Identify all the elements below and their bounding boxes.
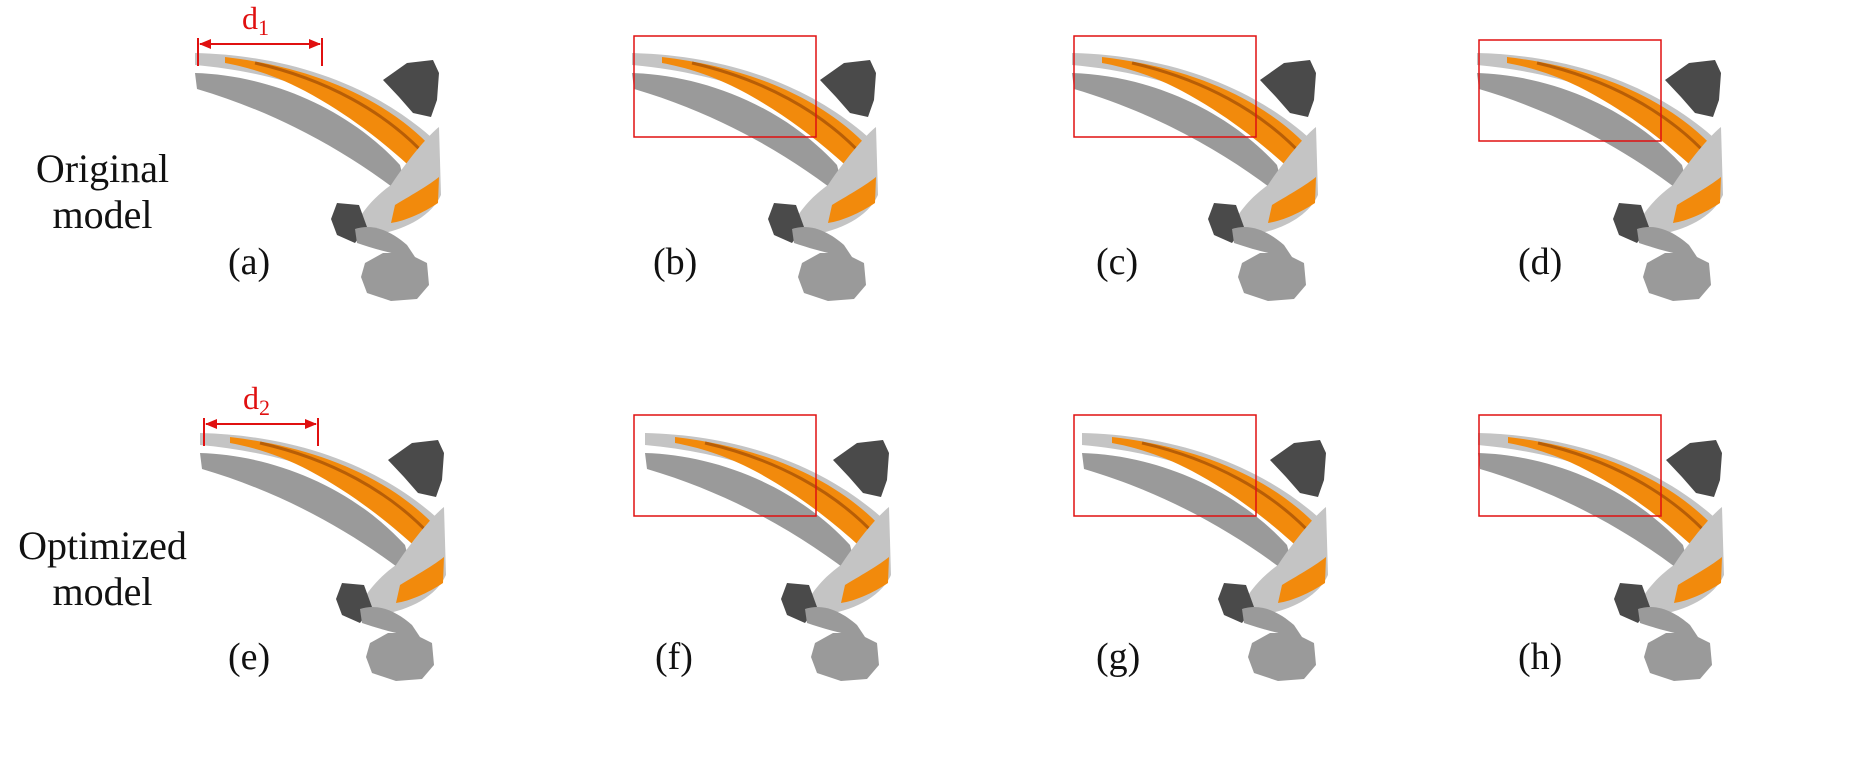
model-crest-band — [1673, 177, 1721, 223]
dimension-d2-right-arrow — [305, 419, 317, 429]
model-crest-band — [841, 557, 889, 603]
model-crest-band — [828, 177, 876, 223]
caption-c: (c) — [1096, 241, 1139, 283]
model-lower-blob — [1643, 253, 1711, 301]
panel-h — [1478, 425, 1808, 770]
model-dark-chunk — [383, 60, 439, 117]
model-render-c — [1072, 53, 1318, 301]
model-dark-chunk — [1260, 60, 1316, 117]
model-root-strand — [792, 226, 852, 257]
dimension-d2-left-arrow — [205, 419, 217, 429]
caption-h: (h) — [1518, 636, 1563, 678]
panel-f — [645, 425, 975, 770]
model-lower-blob — [811, 633, 879, 681]
model-root-strand — [1242, 606, 1302, 637]
model-root-strand — [360, 606, 420, 637]
model-lower-blob — [366, 633, 434, 681]
row-label-original-line1: Original — [35, 146, 170, 191]
model-lower-strand — [200, 453, 414, 580]
model-lower-blob — [798, 253, 866, 301]
model-dark-chunk — [388, 440, 444, 497]
dimension-d1-label-base: d — [242, 0, 258, 36]
row-label-optimized-line2: model — [52, 569, 153, 614]
dimension-d2 — [203, 418, 319, 446]
model-crest-band — [1278, 557, 1326, 603]
dimension-d1-label-sub: 1 — [258, 15, 269, 40]
row-label-original-line2: model — [52, 192, 153, 237]
panel-e — [200, 425, 530, 770]
panel-b — [632, 45, 962, 390]
model-root-strand — [805, 606, 865, 637]
row-label-optimized-line1: Optimized — [18, 523, 187, 568]
model-orange-groove — [259, 441, 434, 539]
model-render-b — [632, 53, 878, 301]
model-root-strand — [1232, 226, 1292, 257]
model-orange-band — [225, 57, 435, 190]
model-render-f — [645, 433, 891, 681]
caption-f: (f) — [655, 636, 693, 678]
caption-a: (a) — [228, 241, 271, 283]
model-dark-chunk — [1270, 440, 1326, 497]
panel-c — [1072, 45, 1402, 390]
model-orange-band — [230, 437, 440, 570]
model-dark-chunk — [820, 60, 876, 117]
model-root-strand — [355, 226, 415, 257]
model-render-e — [200, 433, 446, 681]
model-dark-chunk — [833, 440, 889, 497]
model-root-strand — [1637, 226, 1697, 257]
dimension-d1-right-arrow — [309, 39, 321, 49]
panel-g — [1082, 425, 1412, 770]
row-label-original: Original model — [0, 146, 205, 238]
model-crest-band — [396, 557, 444, 603]
model-render-g — [1082, 433, 1328, 681]
dimension-d2-label: d2 — [243, 380, 270, 421]
row-label-optimized: Optimized model — [0, 523, 205, 615]
caption-g: (g) — [1096, 636, 1141, 678]
model-dark-chunk — [1666, 440, 1722, 497]
model-root-strand — [1638, 606, 1698, 637]
model-lower-strand — [195, 73, 409, 200]
model-orange-groove — [254, 61, 429, 159]
caption-b: (b) — [653, 241, 698, 283]
dimension-d1-label: d1 — [242, 0, 269, 41]
model-lower-blob — [361, 253, 429, 301]
panel-d — [1477, 45, 1807, 390]
model-lower-blob — [1238, 253, 1306, 301]
model-crest-band — [1268, 177, 1316, 223]
dimension-d2-label-sub: 2 — [259, 395, 270, 420]
caption-d: (d) — [1518, 241, 1563, 283]
model-upper-shell — [200, 433, 438, 533]
dimension-d1-left-arrow — [199, 39, 211, 49]
model-render-a — [195, 53, 441, 301]
model-dark-chunk — [1665, 60, 1721, 117]
model-lower-blob — [1248, 633, 1316, 681]
dimension-d1 — [197, 38, 323, 66]
model-lower-blob — [1644, 633, 1712, 681]
model-upper-shell — [195, 53, 433, 153]
model-render-h — [1478, 433, 1724, 681]
model-render-d — [1477, 53, 1723, 301]
model-crest-band — [391, 177, 439, 223]
dimension-d2-label-base: d — [243, 380, 259, 416]
panel-a — [195, 45, 525, 390]
caption-e: (e) — [228, 636, 271, 678]
model-crest-band — [1674, 557, 1722, 603]
